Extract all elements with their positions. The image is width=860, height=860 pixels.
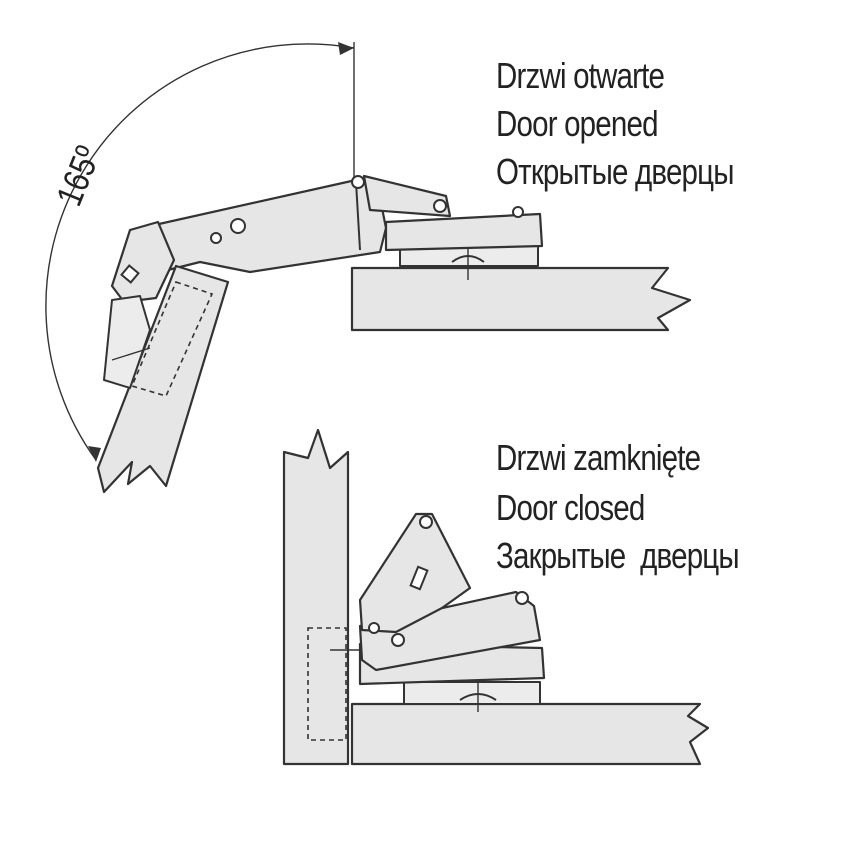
open-arm-edge	[355, 181, 361, 251]
open-hinge-group	[45, 42, 692, 494]
closed-pivot-pin-1	[391, 633, 405, 647]
closed-upper-pin	[419, 515, 433, 529]
open-cup-arm	[110, 220, 176, 304]
open-pivot-pin-2	[230, 218, 246, 234]
open-cabinet-panel	[350, 266, 692, 332]
open-hinge-base	[384, 212, 544, 252]
closed-state-label-polish: Drzwi zamknięte	[496, 437, 701, 478]
closed-cabinet-panel	[350, 702, 710, 766]
closed-hinge-group	[282, 428, 710, 766]
open-door	[96, 264, 230, 494]
open-pivot-pin-1	[351, 175, 365, 189]
open-pivot-pin-3	[210, 232, 222, 244]
closed-door	[282, 428, 350, 766]
open-cup-arm-slot	[120, 264, 140, 284]
closed-state-label-russian: Закрытые дверцы	[496, 535, 740, 576]
open-hinge-arm	[148, 178, 388, 274]
closed-hinge-cup	[307, 627, 347, 741]
open-link-pin	[433, 199, 447, 213]
closed-pivot-pin-2	[368, 622, 380, 634]
open-state-label-english: Door opened	[496, 103, 659, 144]
closed-mounting-plate	[403, 681, 541, 705]
open-link-arm	[362, 174, 452, 218]
open-base-pin	[512, 206, 524, 218]
arc-arrow-top	[338, 42, 354, 55]
open-state-label-russian: Открытые дверцы	[496, 151, 734, 192]
closed-upper-arm-slot	[409, 565, 429, 591]
open-state-label-polish: Drzwi otwarte	[496, 55, 665, 96]
closed-lower-arm	[358, 590, 542, 672]
closed-lower-arm-pin	[515, 591, 529, 605]
opening-angle-arc	[45, 43, 355, 461]
arc-arrow-bottom	[88, 446, 101, 462]
open-cup-axis	[111, 347, 151, 361]
open-cup-body	[103, 295, 151, 389]
closed-state-label-english: Door closed	[496, 487, 645, 528]
